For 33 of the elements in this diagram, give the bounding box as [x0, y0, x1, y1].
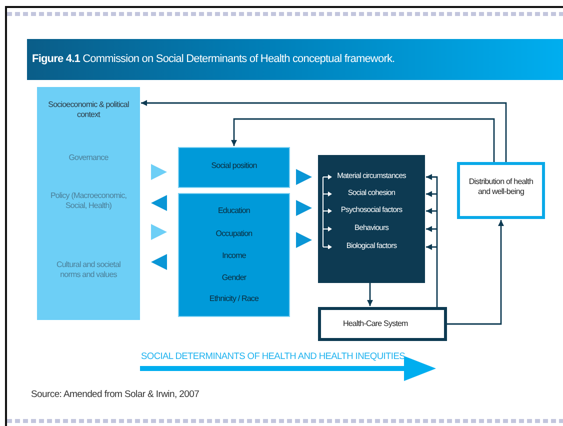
- triangle-arrow: [151, 254, 167, 270]
- process-box: [457, 162, 545, 219]
- context-panel: [37, 87, 140, 320]
- arrow: [367, 283, 373, 306]
- triangle-arrow: [151, 164, 167, 180]
- node-text: Policy (Macroeconomic, Social, Health): [49, 191, 128, 212]
- node-text: Health-Care System: [342, 319, 409, 330]
- process-box: [178, 147, 290, 188]
- triangle-arrow: [151, 224, 167, 240]
- process-box: [318, 155, 425, 283]
- arrow: [141, 100, 507, 162]
- node-text: Social position: [210, 161, 258, 172]
- process-box: [318, 307, 447, 341]
- arrow: [426, 174, 438, 307]
- node-text: Ethnicity / Race: [208, 294, 260, 304]
- node-text: Distribution of health and well-being: [468, 177, 534, 198]
- node-text: Income: [221, 251, 247, 262]
- node-text: Education: [217, 206, 251, 216]
- source-caption: Source: Amended from Solar & Irwin, 2007: [31, 389, 200, 400]
- axis-label: SOCIAL DETERMINANTS OF HEALTH AND HEALTH INEQUITIES: [141, 351, 405, 361]
- node-text: Gender: [220, 273, 248, 284]
- arrow: [447, 220, 504, 325]
- figure-title: Figure 4.1 Commission on Social Determinants of Health conceptual framework.: [27, 39, 563, 80]
- triangle-arrow: [296, 169, 312, 185]
- arrow: [231, 118, 495, 162]
- node-text: Governance: [68, 153, 110, 164]
- node-text: Occupation: [214, 229, 254, 240]
- process-box: [178, 193, 290, 317]
- node-text: Cultural and societal norms and values: [55, 260, 122, 281]
- node-text: Socioeconomic & political context: [47, 100, 130, 121]
- triangle-arrow: [296, 232, 312, 248]
- triangle-arrow: [151, 195, 167, 211]
- triangle-arrow: [296, 200, 312, 216]
